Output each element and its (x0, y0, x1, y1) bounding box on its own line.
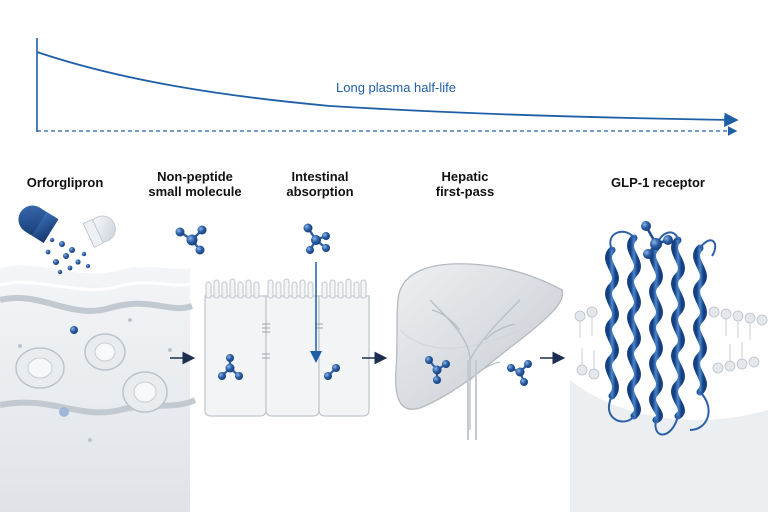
glp1-receptor-icon (605, 221, 717, 436)
decay-curve (36, 51, 739, 128)
cell-molecule-icon (218, 354, 243, 380)
absorbing-molecule-icon (303, 223, 330, 254)
stage-label-intestinal-absorption: Intestinal absorption (286, 169, 354, 199)
half-life-label: Long plasma half-life (336, 80, 456, 95)
intestinal-epithelium (204, 262, 370, 417)
half-life-curve (36, 38, 739, 136)
gut-tissue-panel (0, 265, 197, 512)
liver-molecule-icon (425, 356, 450, 384)
stage-label-hepatic-first-pass: Hepatic first-pass (435, 169, 495, 199)
gpcr-membrane (570, 306, 768, 512)
liver-illustration (394, 263, 564, 440)
stage-label-orforglipron: Orforglipron (26, 175, 104, 190)
basal-molecule-icon (324, 364, 340, 380)
stage-label-small-molecule: Non-peptide small molecule (148, 169, 242, 199)
small-molecule-icon (175, 225, 207, 255)
exiting-molecule-icon (507, 360, 532, 386)
capsule-icon (18, 205, 116, 275)
stage-label-glp1-receptor: GLP-1 receptor (611, 175, 705, 190)
